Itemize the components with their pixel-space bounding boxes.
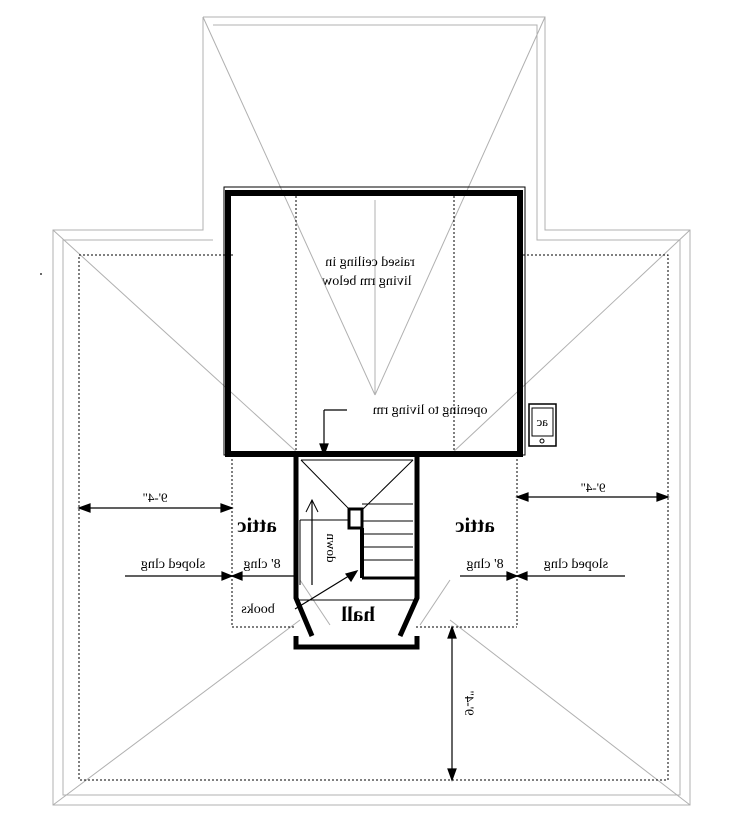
dim-bottom-depth-label: 9'-4"	[462, 691, 477, 716]
opening-note: opening to living rm	[373, 403, 488, 418]
hall-wall-left	[293, 455, 315, 637]
roof-outline	[52, 16, 691, 806]
hall-label: hall	[341, 602, 375, 626]
ridge-line	[299, 579, 331, 626]
roof-edge	[52, 16, 691, 806]
hip-line	[52, 619, 301, 806]
stairs	[299, 459, 414, 585]
hip-line	[52, 229, 301, 456]
eight-ceiling-right: 8' clng	[466, 557, 503, 572]
eight-ceiling-left: 8' clng	[243, 557, 280, 572]
hip-line	[449, 619, 691, 806]
ridge-line	[419, 579, 451, 626]
stair-newel	[347, 507, 364, 530]
hall-wall-right	[397, 455, 420, 638]
sloped-ceiling-right: sloped clng	[544, 557, 608, 572]
roof-eave	[62, 24, 681, 796]
sloped-ceiling-left: sloped clng	[141, 557, 205, 572]
stray-mark	[40, 273, 42, 275]
down-label: down	[324, 533, 339, 562]
hip-line	[374, 16, 546, 396]
labels: raised ceiling in living rm below openin…	[141, 255, 608, 715]
hip-line	[202, 16, 376, 396]
attic-right-label: attic	[455, 513, 495, 537]
ac-label: ac	[536, 414, 548, 429]
raised-ceiling-note-line1: raised ceiling in	[325, 255, 414, 270]
dimension-lines	[77, 409, 670, 782]
raised-ceiling-note-line2: living rm below	[321, 274, 411, 289]
hip-line	[449, 229, 691, 456]
ac-unit	[528, 403, 557, 447]
knee-wall-outer	[78, 254, 669, 781]
leader-books	[294, 573, 353, 610]
raised-ceiling-room	[223, 186, 526, 457]
books-label: books	[241, 602, 274, 617]
dim-right-width-label: 9'-4"	[581, 480, 606, 495]
knee-walls	[78, 196, 669, 781]
hall-walls	[293, 455, 420, 650]
attic-left-label: attic	[237, 513, 277, 537]
dim-left-width-label: 9'-4"	[143, 490, 168, 505]
hall-wall-bottom	[293, 636, 420, 650]
